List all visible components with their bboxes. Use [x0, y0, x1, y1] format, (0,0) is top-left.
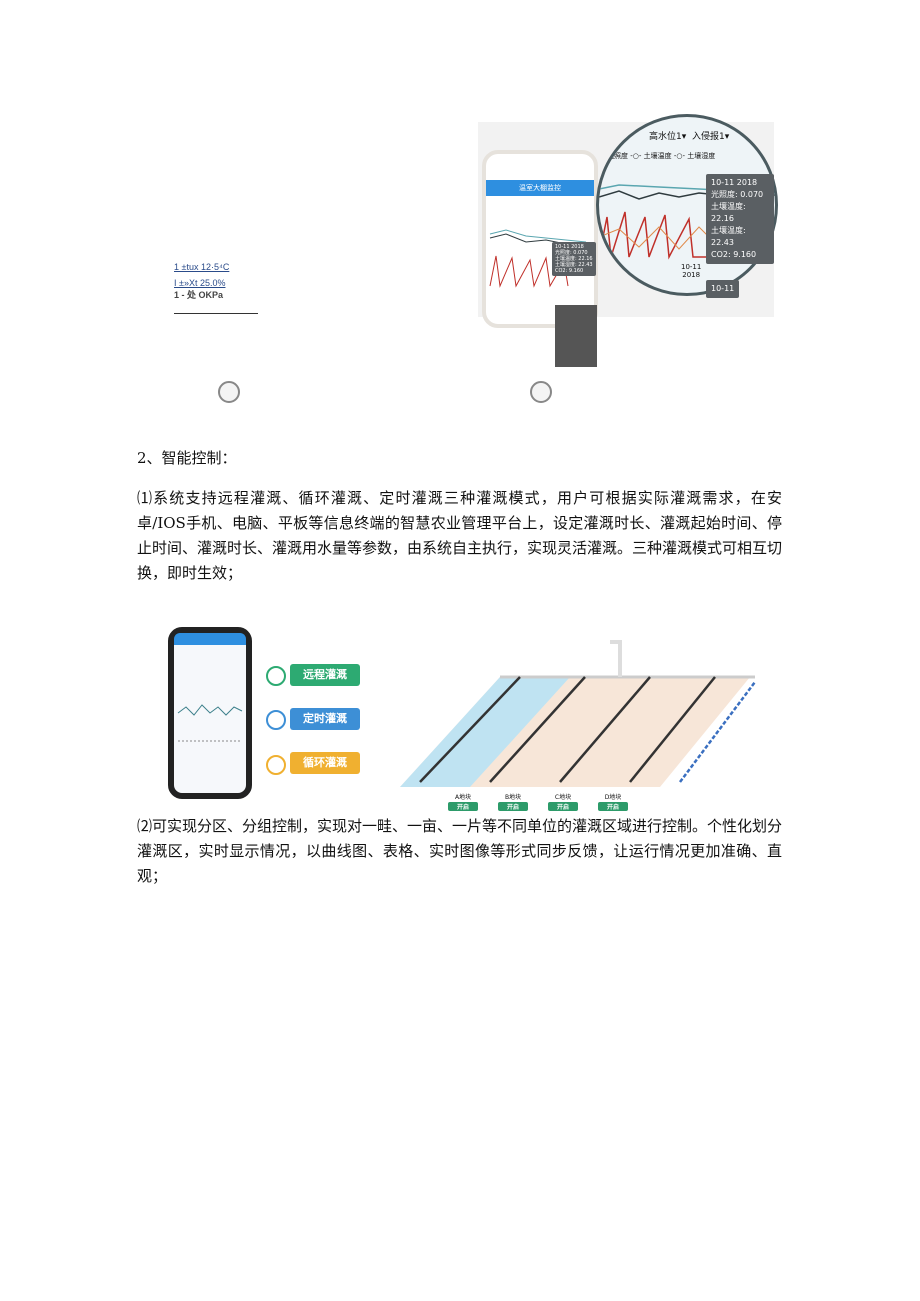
legend-line: I ±»Xt 25.0%: [174, 278, 226, 288]
cycle-icon: [266, 755, 286, 775]
block-status: 开启: [448, 802, 478, 811]
tooltip-line: CO2: 9.160: [555, 268, 584, 274]
tooltip-line: 10-11 2018: [555, 244, 584, 250]
figure1-legend: 1 ±tux 12·5⁴C I ±»Xt 25.0% 1 - 处 OKPa: [174, 262, 258, 314]
phone-tooltip: 10-11 2018 光照度: 0.070 土壤温度: 22.16 土壤湿度: …: [552, 242, 596, 276]
phone-header: [174, 633, 246, 645]
paragraph: ⑴系统支持远程灌溉、循环灌溉、定时灌溉三种灌溉模式，用户可根据实际灌溉需求，在安…: [137, 489, 783, 582]
magnified-tooltip: 10-11 2018 光照度: 0.070 土壤温度: 22.16 土壤温度: …: [706, 174, 774, 264]
block-name: A地块: [454, 794, 472, 801]
block-b[interactable]: B地块开启: [498, 792, 528, 811]
mode-cycle: 循环灌溉: [290, 752, 360, 774]
mode-timed: 定时灌溉: [290, 708, 360, 730]
divider: [174, 313, 258, 314]
paragraph: ⑵可实现分区、分组控制，实现对一畦、一亩、一片等不同单位的灌溉区域进行控制。个性…: [137, 817, 783, 885]
tooltip-line: 光照度: 0.070: [555, 250, 588, 256]
magnified-tooltip-2: 10-11: [706, 280, 740, 298]
monitoring-image: 温室大棚监控 10-11 2018 光照度: 0.070 土壤温度: 22.16…: [478, 114, 778, 328]
phone-frame: 温室大棚监控: [482, 150, 598, 328]
block-name: D地块: [604, 794, 622, 801]
tooltip-line: 土壤湿度: 22.43: [555, 262, 593, 268]
tooltip-line: CO2: 9.160: [711, 250, 757, 259]
phone-frame: [168, 627, 252, 799]
phone-chart: [177, 704, 243, 742]
magnifier: 高水位1▾ 入侵报1▾ 光照度 -○- 土壤温度 -○- 土壤湿度 10-11 …: [596, 114, 778, 296]
section-heading: 2、智能控制：: [137, 449, 237, 467]
tooltip-line: 土壤温度: 22.16: [711, 202, 746, 223]
series-label: 土壤湿度: [687, 152, 716, 160]
irrigation-field-diagram: [400, 640, 756, 787]
phone-header: 温室大棚监控: [486, 180, 594, 196]
block-status: 开启: [598, 802, 628, 811]
block-d[interactable]: D地块开启: [598, 792, 628, 811]
block-status: 开启: [498, 802, 528, 811]
tooltip-line: 光照度: 0.070: [711, 190, 764, 199]
series-label: 土壤温度: [643, 152, 672, 160]
x-axis-label: 10-11 2018: [681, 263, 702, 279]
tooltip-line: 土壤温度: 22.43: [711, 226, 746, 247]
tooltip-line: 土壤温度: 22.16: [555, 256, 593, 262]
selector[interactable]: 高水位1▾: [649, 132, 687, 142]
legend-line: 1 ±tux 12·5⁴C: [174, 262, 230, 272]
block-a[interactable]: A地块开启: [448, 792, 478, 811]
block-name: B地块: [504, 794, 522, 801]
tooltip-panel: [555, 305, 597, 367]
block-c[interactable]: C地块开启: [548, 792, 578, 811]
block-name: C地块: [554, 794, 572, 801]
legend-line: 1 - 处 OKPa: [174, 290, 224, 300]
home-button-icon: [218, 381, 240, 403]
clock-icon: [266, 710, 286, 730]
remote-icon: [266, 666, 286, 686]
tooltip-line: 10-11 2018: [711, 178, 758, 187]
mode-remote: 远程灌溉: [290, 664, 360, 686]
block-status: 开启: [548, 802, 578, 811]
series-label: 光照度: [607, 152, 628, 160]
selector[interactable]: 入侵报1▾: [691, 132, 730, 142]
home-button-icon: [530, 381, 552, 403]
